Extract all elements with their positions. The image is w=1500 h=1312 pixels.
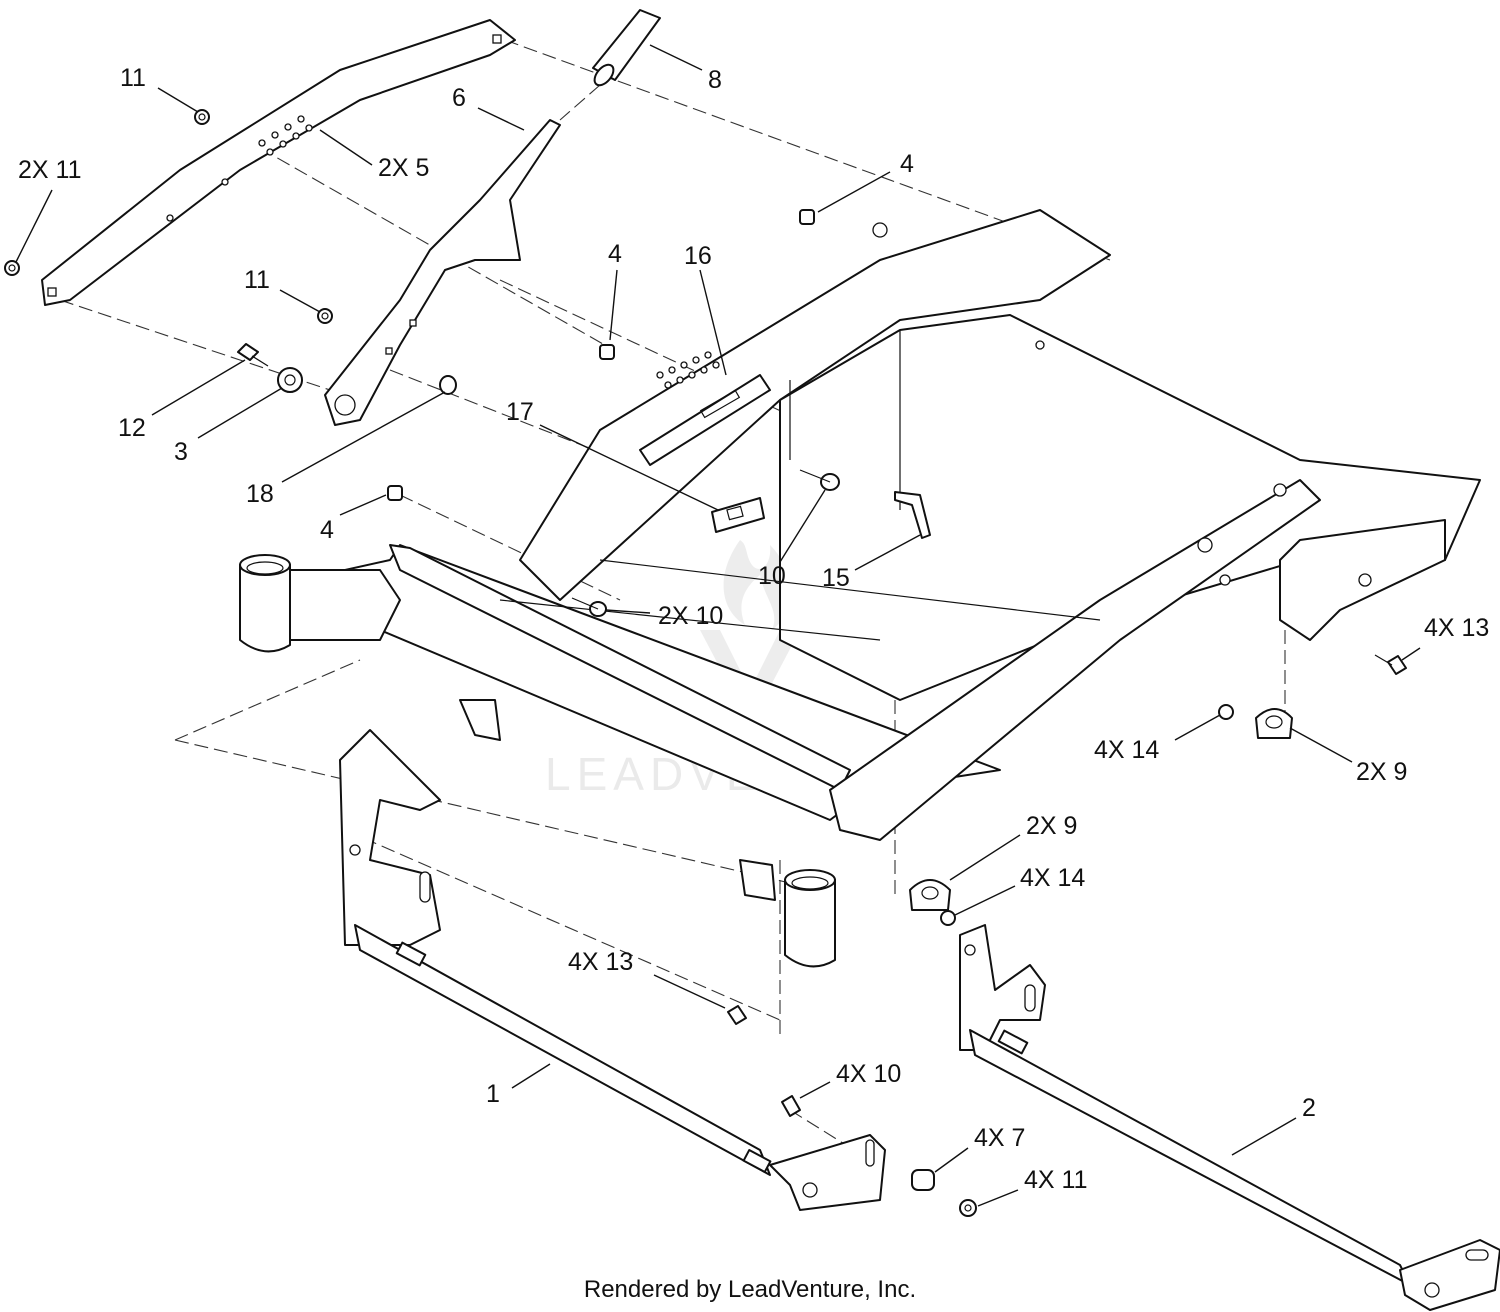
leader-lines: [15, 44, 1421, 1207]
callout-2x-11: 2X 11: [18, 156, 81, 184]
callout-16: 16: [684, 242, 712, 270]
callout-2x-5: 2X 5: [378, 154, 429, 182]
part-2-axle: [959, 924, 1500, 1311]
part-8-grip: [592, 9, 661, 87]
callout-18: 18: [246, 480, 274, 508]
callout-12: 12: [118, 414, 146, 442]
callout-4: 4: [608, 240, 622, 268]
callout-2: 2: [1302, 1094, 1316, 1122]
hardware: [4, 109, 1407, 1217]
part-1-axle: [339, 729, 886, 1211]
part-16-decal: [639, 374, 771, 466]
callout-4x-7: 4X 7: [974, 1124, 1025, 1152]
callout-4x-14: 4X 14: [1020, 864, 1085, 892]
callout-10: 10: [758, 562, 786, 590]
part-17-decal: [711, 497, 765, 533]
callout-labels: 11 2X 11 2X 5 6 8 4 11 4 16 12 3 17 18 4…: [18, 64, 1489, 1194]
callout-2x-9: 2X 9: [1356, 758, 1407, 786]
callout-17: 17: [506, 398, 534, 426]
callout-4: 4: [900, 150, 914, 178]
callout-4: 4: [320, 516, 334, 544]
callout-2x-10: 2X 10: [658, 602, 723, 630]
callout-8: 8: [708, 66, 722, 94]
callout-11: 11: [244, 266, 270, 294]
callout-6: 6: [452, 84, 466, 112]
part-6-bracket: [324, 119, 561, 426]
callout-1: 1: [486, 1080, 500, 1108]
callout-4x-13: 4X 13: [1424, 614, 1489, 642]
callout-4x-11: 4X 11: [1024, 1166, 1087, 1194]
plate-hole-pattern: [258, 115, 313, 156]
callout-3: 3: [174, 438, 188, 466]
callout-11: 11: [120, 64, 146, 92]
callout-15: 15: [822, 564, 850, 592]
frame-hole-pattern: [656, 351, 720, 389]
callout-2x-9: 2X 9: [1026, 812, 1077, 840]
footer-credit: Rendered by LeadVenture, Inc.: [583, 1276, 917, 1303]
main-frame: [239, 209, 1481, 968]
part-5-side-plate: [41, 19, 516, 306]
callout-4x-10: 4X 10: [836, 1060, 901, 1088]
callout-4x-13: 4X 13: [568, 948, 633, 976]
callout-4x-14: 4X 14: [1094, 736, 1159, 764]
